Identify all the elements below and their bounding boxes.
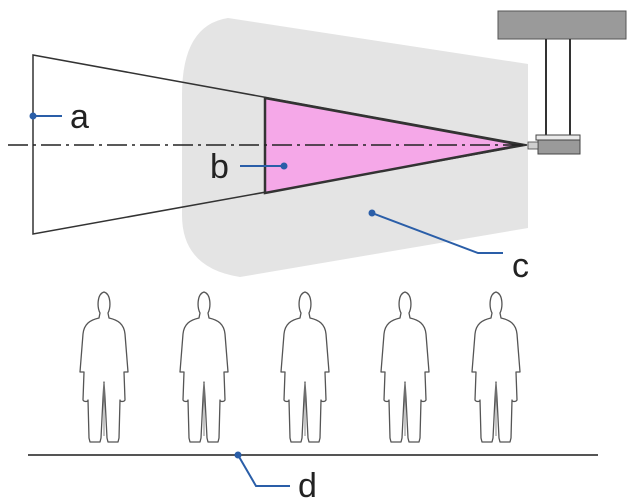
person-figure (179, 291, 229, 443)
callout-d: d (234, 451, 317, 500)
callout-c: c (368, 209, 529, 285)
callout-a: a (29, 98, 89, 136)
label-d: d (298, 467, 317, 500)
ceiling-mount-pipe (545, 39, 571, 135)
label-a: a (70, 98, 89, 136)
label-b: b (210, 148, 229, 186)
person-figure (280, 291, 330, 443)
label-c: c (512, 247, 529, 285)
ceiling (497, 10, 627, 40)
person-figure (471, 291, 521, 443)
person-figure (79, 291, 129, 443)
callout-b: b (210, 148, 288, 186)
projector (527, 134, 581, 155)
person-figure (380, 291, 430, 443)
